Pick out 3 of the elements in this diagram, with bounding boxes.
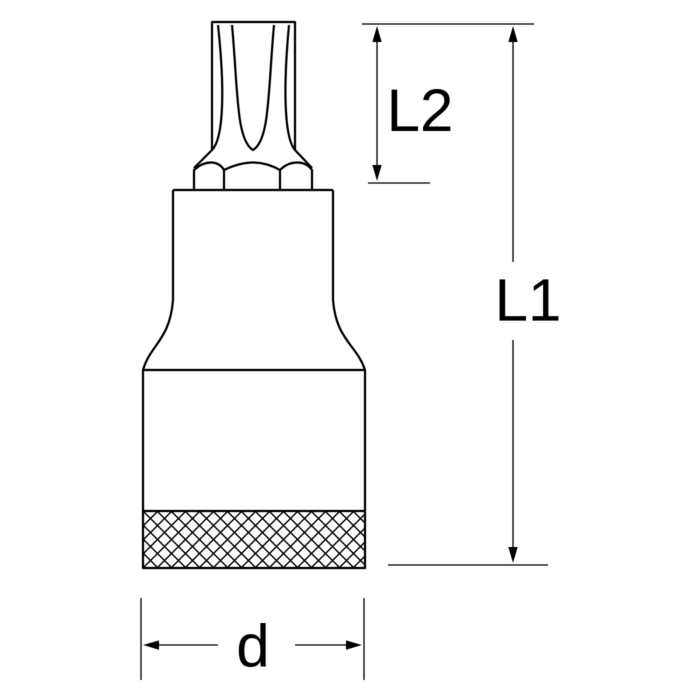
dimension-label: L2 (392, 89, 450, 131)
dimension-label: d (238, 622, 266, 668)
dimension-label: L1 (500, 279, 558, 321)
